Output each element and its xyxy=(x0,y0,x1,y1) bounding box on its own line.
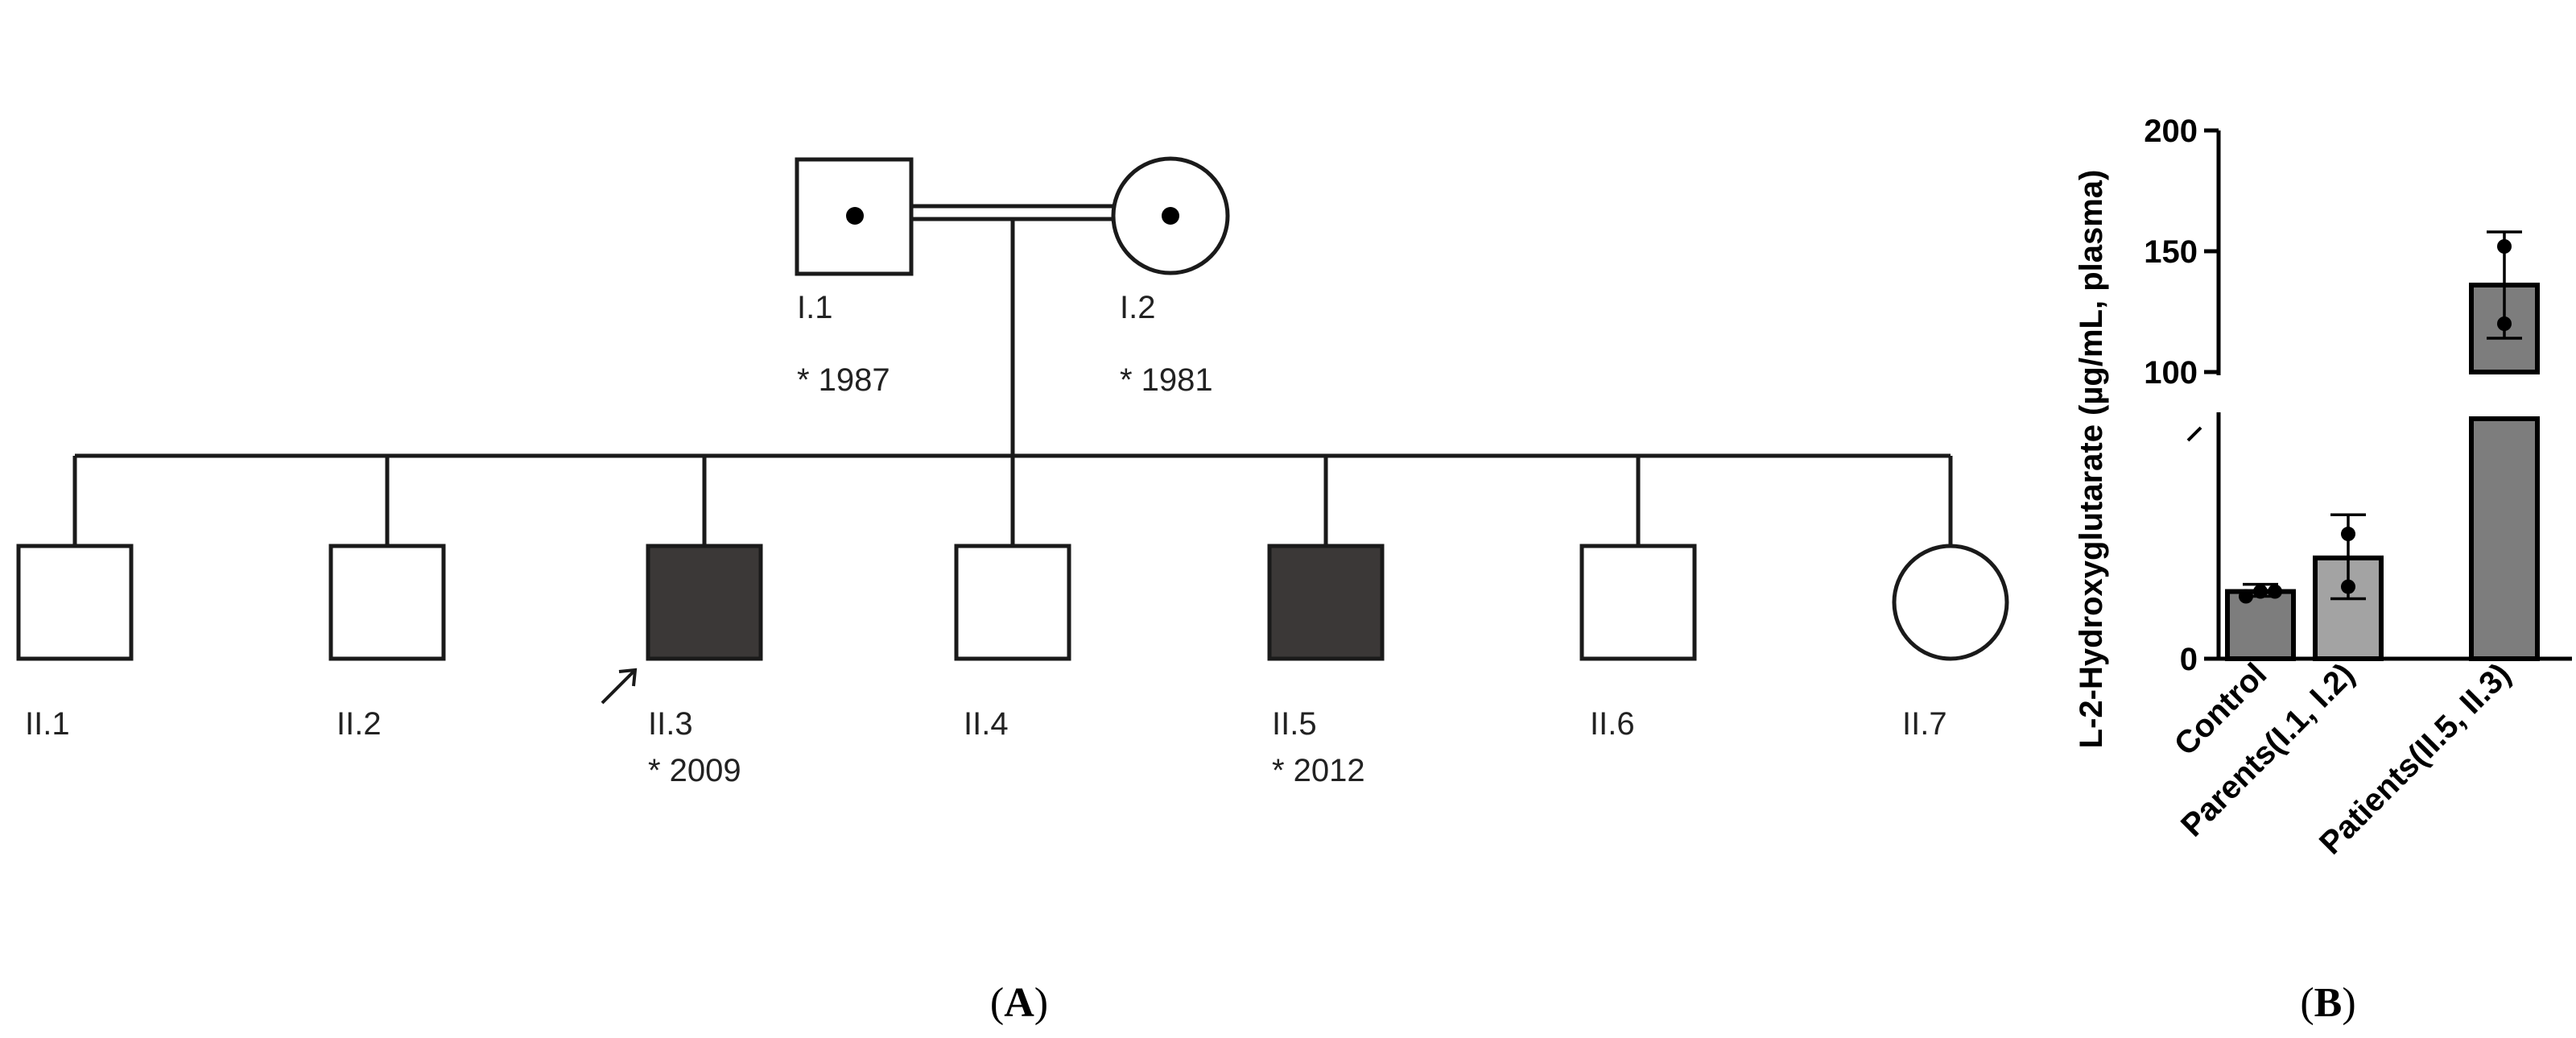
label-i1-year: * 1987 xyxy=(797,362,890,398)
pedigree-node-ii5 xyxy=(1267,544,1385,661)
label-ii1-id: II.1 xyxy=(25,706,70,742)
y-tick-label: 150 xyxy=(2144,234,2198,270)
label-ii5-year: * 2012 xyxy=(1272,753,1365,788)
bar xyxy=(2225,589,2296,661)
svg-text:(A): (A) xyxy=(990,980,1048,1026)
data-point xyxy=(2239,589,2253,604)
panel-letter-a: A xyxy=(1004,980,1034,1026)
data-point xyxy=(2341,579,2355,594)
pedigree-diagram xyxy=(16,156,2009,705)
carrier-dot xyxy=(846,207,864,225)
pedigree-node-ii7 xyxy=(1892,544,2009,661)
pedigree-node-ii1 xyxy=(16,544,134,661)
data-point xyxy=(2268,584,2282,599)
panel-letter-b: B xyxy=(2314,980,2343,1026)
svg-text:(B): (B) xyxy=(2300,980,2355,1026)
axis-break-mark xyxy=(2186,426,2202,442)
label-ii3-id: II.3 xyxy=(648,706,693,742)
label-i2-id: I.2 xyxy=(1120,290,1155,325)
pedigree-node-ii3 xyxy=(646,544,763,661)
y-tick-label: 0 xyxy=(2180,642,2198,677)
data-point xyxy=(2253,584,2268,599)
data-point xyxy=(2341,527,2355,542)
proband-arrow-head xyxy=(618,668,638,687)
label-i1-id: I.1 xyxy=(797,290,832,325)
proband-arrow xyxy=(601,670,635,705)
label-i2-year: * 1981 xyxy=(1120,362,1213,398)
label-ii6-id: II.6 xyxy=(1590,706,1635,742)
y-tick-label: 200 xyxy=(2144,114,2198,149)
pedigree-node-ii4 xyxy=(954,544,1071,661)
label-ii3-year: * 2009 xyxy=(648,753,741,788)
data-point xyxy=(2497,316,2512,331)
bar-lower xyxy=(2469,416,2540,661)
label-ii7-id: II.7 xyxy=(1902,706,1947,742)
y-axis-label: L-2-Hydroxyglutarate (µg/mL, plasma) xyxy=(2074,170,2109,749)
data-point xyxy=(2497,239,2512,254)
label-ii2-id: II.2 xyxy=(336,706,382,742)
label-ii4-id: II.4 xyxy=(964,706,1009,742)
panel-label-a: (A) xyxy=(990,980,1048,1026)
bar-chart: L-2-Hydroxyglutarate (µg/mL, plasma) 0 10… xyxy=(2074,114,2572,862)
panel-label-b: (B) xyxy=(2300,980,2355,1026)
pedigree-node-ii6 xyxy=(1579,544,1697,661)
carrier-dot xyxy=(1162,207,1179,225)
y-tick-label: 100 xyxy=(2144,355,2198,391)
label-ii5-id: II.5 xyxy=(1272,706,1317,742)
pedigree-node-ii2 xyxy=(328,544,446,661)
